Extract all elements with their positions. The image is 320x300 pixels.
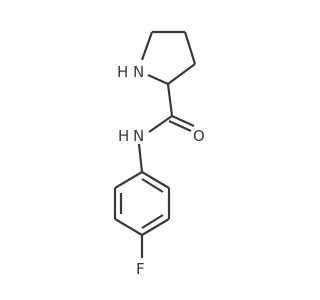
atom-labels: H N O H N F <box>117 63 205 278</box>
amide-h-label: H <box>118 127 129 145</box>
bond-aryl-6 <box>141 171 170 189</box>
bond-lines <box>113 30 197 258</box>
bond-c2-carbonyl <box>166 83 174 117</box>
bond-ring-ch2-ch2-right <box>183 31 197 65</box>
pyrrolidine-n-label: N <box>133 63 144 81</box>
bond-aryl-inner-2 <box>141 214 164 229</box>
bond-c2-n <box>147 73 169 86</box>
bond-n-ring-ch2 <box>140 31 154 61</box>
bond-carbonyl-o-2 <box>168 119 192 133</box>
fluorine-label: F <box>136 260 145 278</box>
bond-amide-n-aryl <box>137 143 144 173</box>
bond-aryl-3 <box>114 218 143 236</box>
oxygen-label: O <box>193 127 205 145</box>
bond-carbonyl-amide-n <box>148 115 173 133</box>
pyrrolidine-h-label: H <box>117 63 128 81</box>
amide-n-label: N <box>133 127 144 145</box>
bond-aryl-1 <box>114 171 143 189</box>
bond-aryl-inner-3 <box>141 178 164 193</box>
bond-aryl-4 <box>141 218 170 236</box>
bond-carbonyl-o-1 <box>171 114 195 128</box>
molecule-structure: H N O H N F <box>113 30 205 278</box>
bond-ring-ch2-c2 <box>167 63 196 85</box>
